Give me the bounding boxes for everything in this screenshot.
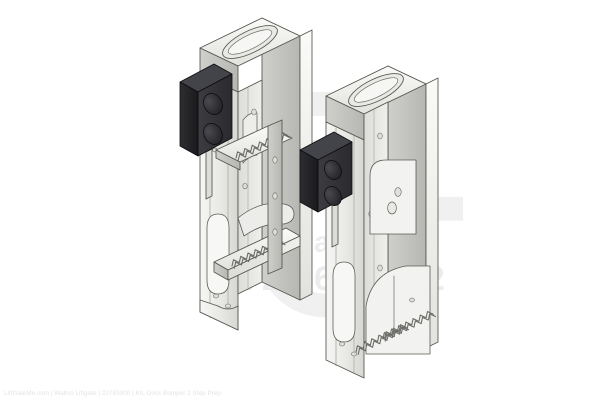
- right-bumper-block: [299, 131, 353, 213]
- right-rear-column: [396, 154, 410, 326]
- right-bracket-assembly: [325, 65, 439, 379]
- left-rear-column: [267, 119, 283, 275]
- left-bracket-assembly: [199, 17, 313, 331]
- right-top-cap: [325, 65, 427, 141]
- right-lower-step: [353, 265, 437, 355]
- right-upper-cutout: [369, 159, 417, 235]
- left-pin: [205, 148, 213, 200]
- left-bumper-block: [179, 63, 233, 157]
- footer-caption: LiftGateMe.com | Waltco Liftgate | 22783…: [4, 390, 221, 397]
